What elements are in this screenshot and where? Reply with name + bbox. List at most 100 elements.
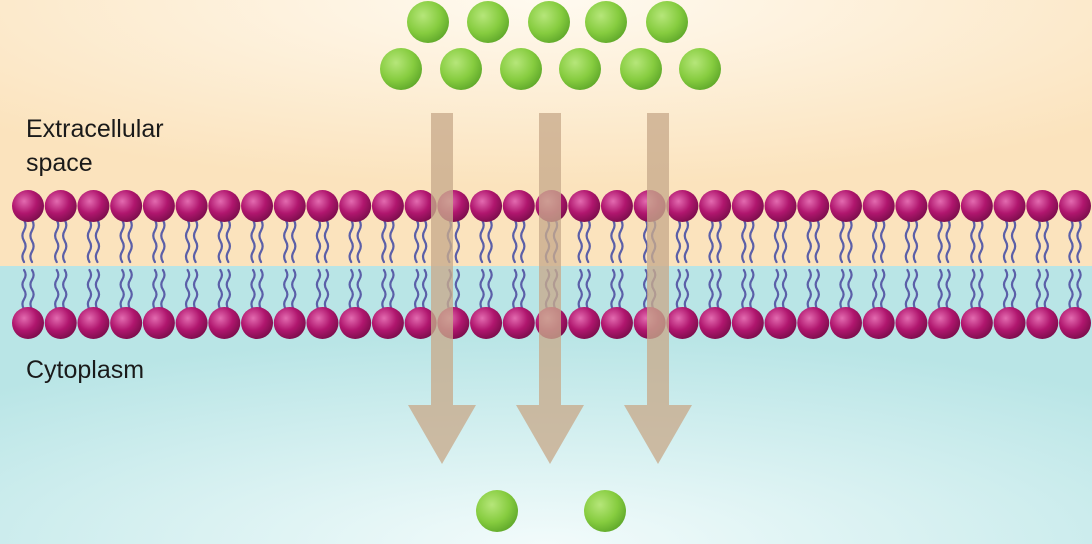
phospholipid-head xyxy=(110,190,143,222)
lipid-tail xyxy=(192,218,199,264)
lipid-tail xyxy=(127,218,133,264)
lipid-tail xyxy=(577,268,583,311)
phospholipid-head xyxy=(699,190,732,222)
lipid-tails xyxy=(21,218,1082,311)
lipid-tail xyxy=(978,218,984,264)
lipid-tail xyxy=(258,268,264,311)
lipid-tail xyxy=(610,218,616,264)
lipid-tail xyxy=(323,268,330,311)
phospholipid-head xyxy=(77,190,110,222)
lipid-tail xyxy=(806,268,812,311)
molecule-sphere-icon xyxy=(679,48,721,90)
lipid-tail xyxy=(315,218,322,264)
phospholipid-head xyxy=(600,307,633,339)
phospholipid-head xyxy=(699,307,732,339)
lipid-tail xyxy=(749,218,755,264)
lipid-tail xyxy=(283,268,289,311)
lipid-tail xyxy=(413,268,420,311)
phospholipid-head xyxy=(993,307,1026,339)
lipid-tail xyxy=(642,218,649,264)
lipid-tail xyxy=(389,268,395,311)
lipid-tail xyxy=(62,268,68,311)
lipid-tail xyxy=(184,268,191,311)
phospholipid-head xyxy=(404,190,437,222)
lipid-tail xyxy=(192,268,199,311)
lipid-tail xyxy=(487,268,493,311)
phospholipid-head xyxy=(175,190,208,222)
lipid-tail xyxy=(675,268,682,311)
lipid-tail xyxy=(847,268,853,311)
lipid-tail xyxy=(970,218,976,264)
lipid-tail xyxy=(86,268,93,311)
phospholipid-head xyxy=(666,190,699,222)
lipid-tail xyxy=(1035,218,1041,264)
lipid-tail xyxy=(781,268,788,311)
molecule-sphere-icon xyxy=(476,490,518,532)
molecule-sphere-icon xyxy=(500,48,542,90)
lipid-tail xyxy=(225,268,232,311)
molecule-sphere-icon xyxy=(559,48,601,90)
lipid-tail xyxy=(1002,268,1009,311)
lipid-tail xyxy=(348,268,354,311)
phospholipid-head xyxy=(993,190,1026,222)
phospholipid-head xyxy=(142,190,175,222)
lipid-tail xyxy=(291,268,297,311)
lipid-tail xyxy=(94,218,101,264)
down-arrow-icon xyxy=(516,113,584,464)
lipid-tail xyxy=(94,268,101,311)
down-arrow-icon xyxy=(408,113,476,464)
lipid-tail xyxy=(1035,268,1041,311)
lipid-tail xyxy=(86,218,93,264)
lipid-tail xyxy=(773,268,780,311)
lipid-tail xyxy=(381,268,387,311)
lipid-tail xyxy=(879,218,886,264)
phospholipid-head xyxy=(110,307,143,339)
lipid-tail xyxy=(741,218,747,264)
lipid-tail xyxy=(54,268,60,311)
lipid-tail xyxy=(618,268,624,311)
phospholipid-head xyxy=(731,190,764,222)
lipid-tail xyxy=(937,268,943,311)
molecules xyxy=(380,1,721,532)
phospholipid-heads xyxy=(12,190,1091,339)
lipid-tail xyxy=(217,268,224,311)
lipid-tail xyxy=(773,218,780,264)
lipid-tail xyxy=(152,218,158,264)
phospholipid-head xyxy=(306,307,339,339)
molecule-sphere-icon xyxy=(467,1,509,43)
lipid-tail xyxy=(512,268,518,311)
phospholipid-head xyxy=(12,190,44,222)
phospholipid-head xyxy=(600,190,633,222)
phospholipid-head xyxy=(1059,190,1091,222)
lipid-tail xyxy=(683,218,690,264)
lipid-tail xyxy=(389,218,395,264)
lipid-tail xyxy=(879,268,886,311)
lipid-tail xyxy=(749,268,755,311)
molecule-sphere-icon xyxy=(380,48,422,90)
lipid-tail xyxy=(1010,218,1017,264)
lipid-tail xyxy=(814,218,820,264)
phospholipid-head xyxy=(666,307,699,339)
lipid-tail xyxy=(912,218,919,264)
lipid-tail xyxy=(283,218,289,264)
lipid-tail xyxy=(577,218,583,264)
phospholipid-head xyxy=(339,307,372,339)
cytoplasm-label: Cytoplasm xyxy=(26,356,145,384)
lipid-tail xyxy=(708,268,714,311)
lipid-tail xyxy=(323,218,330,264)
lipid-tail xyxy=(1076,268,1082,311)
lipid-tail xyxy=(29,268,35,311)
lipid-tail xyxy=(315,268,322,311)
lipid-tail xyxy=(250,218,256,264)
phospholipid-head xyxy=(1026,307,1059,339)
lipid-tail xyxy=(1068,268,1074,311)
phospholipid-head xyxy=(175,307,208,339)
molecule-sphere-icon xyxy=(584,490,626,532)
phospholipid-head xyxy=(895,190,928,222)
phospholipid-head xyxy=(797,190,830,222)
flow-arrows xyxy=(408,113,692,464)
lipid-tail xyxy=(618,218,624,264)
lipid-tail xyxy=(127,268,133,311)
lipid-tail xyxy=(945,218,951,264)
lipid-tail xyxy=(1010,268,1017,311)
